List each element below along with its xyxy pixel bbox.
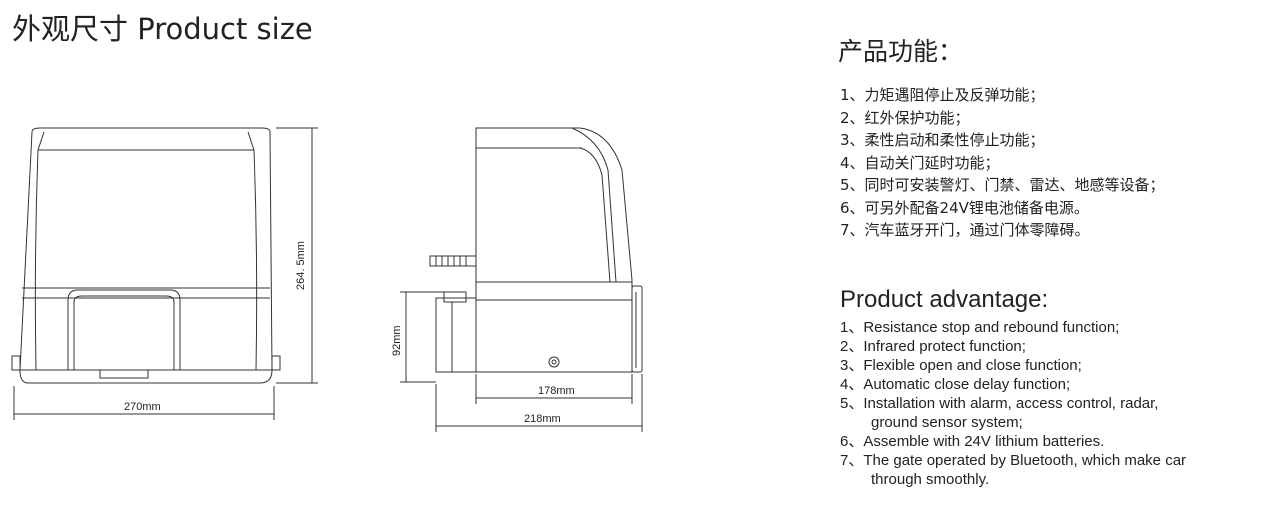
list-item: 3、Flexible open and close function; [840,356,1186,375]
dim-front-width: 270mm [124,401,161,413]
list-item: 7、汽车蓝牙开门，通过门体零障碍。 [840,221,1090,239]
dim-side-base-height: 92mm [391,325,403,356]
front-view [11,127,318,420]
list-item-continuation: ground sensor system; [871,414,1023,431]
side-view [400,127,643,432]
list-item: 1、力矩遇阻停止及反弹功能； [840,86,1045,104]
list-item: 1、Resistance stop and rebound function; [840,318,1186,337]
dim-side-total-width: 218mm [524,413,561,425]
list-item: 4、Automatic close delay function; [840,375,1186,394]
list-item: 2、Infrared protect function; [840,337,1186,356]
list-item: 7、The gate operated by Bluetooth, which … [840,451,1186,489]
list-item: 2、红外保护功能； [840,108,970,127]
list-item-text: 3、Flexible open and close function; [840,357,1082,374]
list-item: 4、自动关门延时功能； [840,153,1000,172]
list-item-text: 1、Resistance stop and rebound function; [840,319,1120,336]
page-title: 外观尺寸 Product size [12,12,313,46]
list-item: 6、Assemble with 24V lithium batteries. [840,432,1186,451]
list-item-text: 6、Assemble with 24V lithium batteries. [840,433,1105,450]
dim-front-height: 264. 5mm [295,241,307,290]
technical-drawing: 270mm 264. 5mm 92mm 178mm 218mm [11,127,643,432]
features-en-heading: Product advantage: [840,286,1049,313]
features-cn-list: 1、力矩遇阻停止及反弹功能； 2、红外保护功能； 3、柔性启动和柔性停止功能； … [840,84,1165,242]
list-item: 5、Installation with alarm, access contro… [840,394,1186,432]
features-cn-heading: 产品功能： [838,37,964,66]
features-en-list: 1、Resistance stop and rebound function; … [840,318,1186,489]
list-item: 5、同时可安装警灯、门禁、雷达、地感等设备； [840,176,1165,194]
list-item-text: 2、Infrared protect function; [840,338,1026,355]
list-item: 3、柔性启动和柔性停止功能； [840,131,1045,149]
list-item-continuation: through smoothly. [871,471,990,488]
list-item-text: 4、Automatic close delay function; [840,376,1071,393]
dim-side-body-width: 178mm [538,385,575,397]
list-item-text: 5、Installation with alarm, access contro… [840,395,1159,412]
list-item: 6、可另外配备24V锂电池储备电源。 [840,198,1089,217]
list-item-text: 7、The gate operated by Bluetooth, which … [840,452,1187,469]
